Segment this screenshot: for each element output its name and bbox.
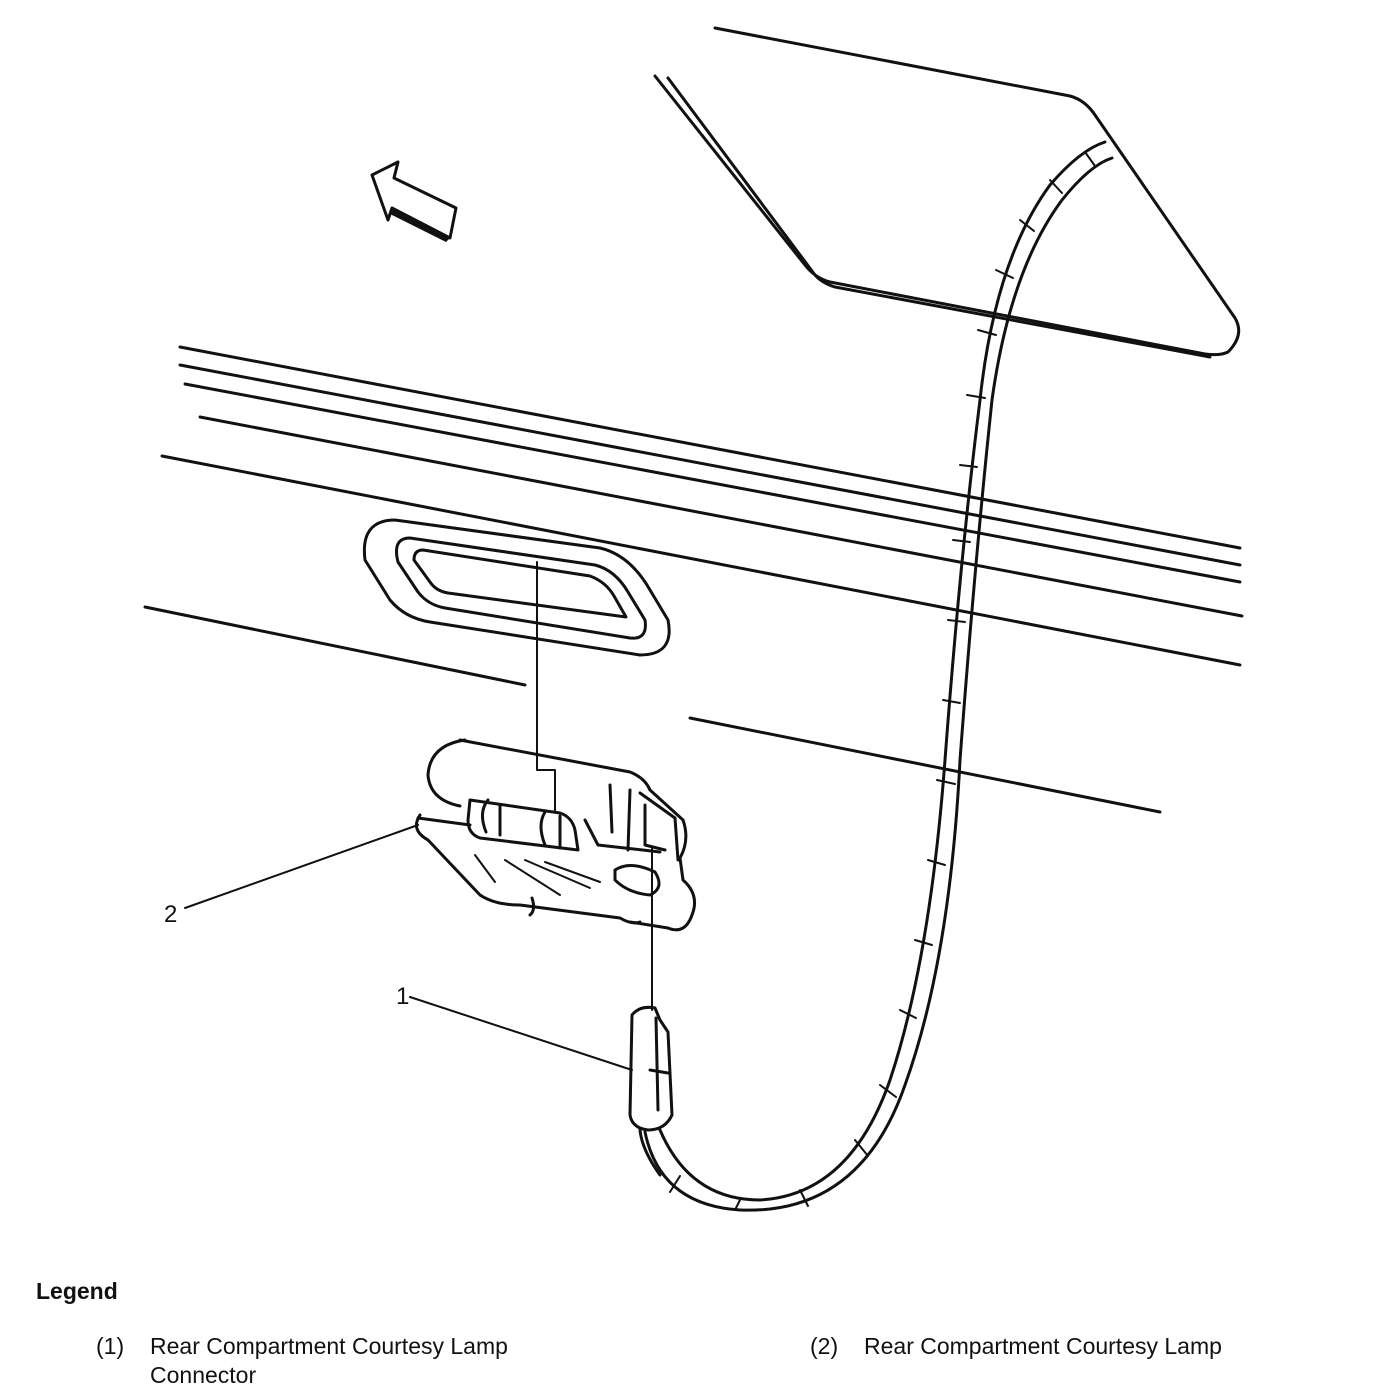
legend-item-number: (2) (810, 1333, 839, 1359)
arrow-icon (370, 160, 458, 242)
wiring-harness (643, 140, 1114, 1212)
courtesy-lamp-housing (414, 738, 696, 932)
alignment-line-opening (536, 561, 556, 813)
body-panel-lines (143, 345, 1244, 814)
callout-2-leader (184, 824, 419, 909)
lamp-connector (628, 1005, 674, 1177)
legend-item-label: Rear Compartment Courtesy Lamp Connector (150, 1333, 508, 1388)
legend-item: (2) Rear Compartment Courtesy Lamp (810, 1332, 1330, 1361)
legend-item: (1) Rear Compartment Courtesy Lamp Conne… (96, 1332, 616, 1390)
lens-hatching (474, 854, 601, 896)
callout-number-2: 2 (164, 901, 177, 928)
legend: Legend (1) Rear Compartment Courtesy Lam… (0, 1270, 1392, 1398)
rear-compartment-lid (653, 26, 1241, 359)
lamp-opening (362, 518, 671, 657)
callout-number-1: 1 (396, 983, 409, 1010)
legend-item-number: (1) (96, 1333, 125, 1359)
legend-item-label: Rear Compartment Courtesy Lamp (864, 1333, 1222, 1359)
legend-title: Legend (36, 1278, 118, 1304)
courtesy-lamp-illustration: 2 1 (143, 26, 1244, 1212)
callout-1-leader (409, 996, 633, 1071)
